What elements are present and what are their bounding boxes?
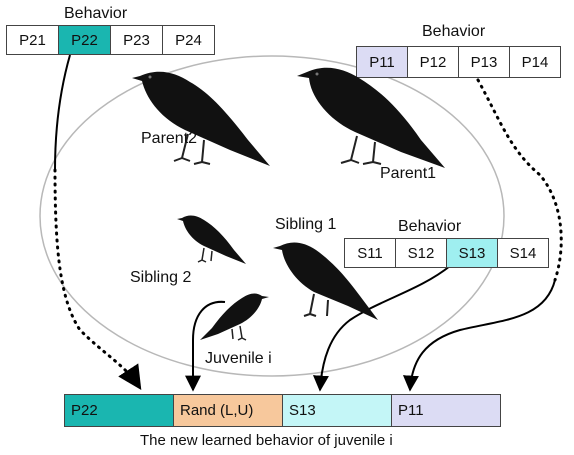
arrow-p22-dotted: [53, 168, 142, 391]
behavior-cell: P11: [356, 46, 408, 78]
parent1-behavior-heading: Behavior: [422, 23, 486, 40]
result-cell: P22: [64, 394, 174, 427]
result-cell: P11: [391, 394, 501, 427]
arrow-p11-dotted: [476, 78, 563, 282]
arrow-s13: [312, 265, 451, 392]
sibling1-behavior-row: S11 S12 S13 S14: [344, 238, 549, 268]
parent1-label: Parent1: [380, 165, 437, 182]
sibling2-label: Sibling 2: [130, 269, 192, 286]
behavior-cell: P22: [58, 25, 111, 55]
parent2-behavior-heading: Behavior: [64, 5, 128, 22]
result-behavior-row: P22 Rand (L,U) S13 P11: [64, 394, 501, 427]
parent2-label: Parent2: [141, 130, 198, 147]
behavior-cell: P13: [458, 46, 510, 78]
sibling1-label: Sibling 1: [275, 216, 337, 233]
juvenile-crow-icon: [200, 293, 269, 341]
parent1-behavior-row: P11 P12 P13 P14: [356, 46, 561, 78]
sibling2-crow-icon: [177, 215, 246, 264]
result-cell: S13: [282, 394, 392, 427]
behavior-cell: P24: [162, 25, 215, 55]
behavior-cell: P14: [509, 46, 561, 78]
result-caption: The new learned behavior of juvenile i: [140, 432, 393, 449]
arrow-rand: [185, 300, 226, 392]
sibling1-behavior-heading: Behavior: [398, 218, 462, 235]
juvenile-label: Juvenile i: [205, 350, 272, 367]
group-circle: [39, 55, 505, 377]
parent2-crow-icon: [132, 71, 270, 166]
arrow-p11: [402, 279, 556, 392]
arrow-p22: [54, 54, 71, 171]
result-cell: Rand (L,U): [173, 394, 283, 427]
behavior-cell: P21: [6, 25, 59, 55]
behavior-cell: P12: [407, 46, 459, 78]
behavior-cell: S14: [497, 238, 549, 268]
behavior-cell: S13: [446, 238, 498, 268]
behavior-cell: S12: [395, 238, 447, 268]
parent2-behavior-row: P21 P22 P23 P24: [6, 25, 215, 55]
behavior-cell: P23: [110, 25, 163, 55]
sibling1-crow-icon: [273, 242, 378, 320]
parent1-crow-icon: [297, 67, 445, 168]
